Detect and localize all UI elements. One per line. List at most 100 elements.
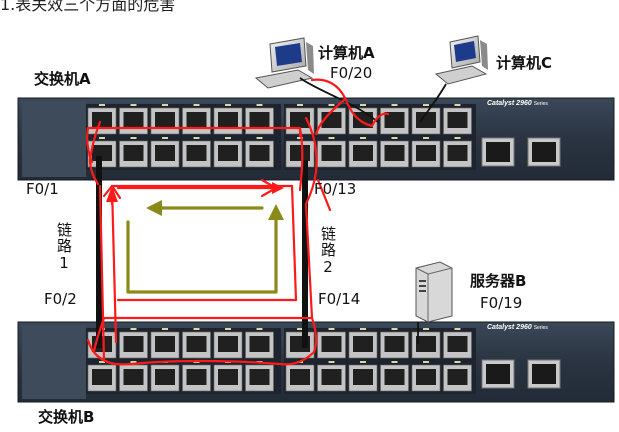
switch-b-port-socket [155, 369, 175, 385]
port-a-f0-1: F0/1 [26, 180, 59, 198]
switch-a-port-socket [384, 145, 405, 161]
switch-a-port-socket [416, 145, 436, 161]
switch-a-port-led [423, 137, 429, 139]
switch-a-port-led [256, 104, 263, 106]
switch-b-port-led [297, 328, 303, 330]
switch-b-port-socket [218, 336, 238, 352]
red-arrowheads [106, 182, 284, 202]
switch-a-port-socket [218, 145, 238, 161]
switch-b-port-socket [123, 336, 144, 352]
switch-a [17, 97, 615, 181]
switch-b-port-led [391, 361, 398, 363]
computer-a-icon [254, 37, 314, 89]
switch-a-port-socket [290, 145, 310, 161]
switch-b-port-led [193, 328, 200, 330]
switch-a-port-led [225, 137, 231, 139]
port-b-f0-2: F0/2 [44, 290, 77, 308]
switch-a-port-socket [186, 112, 207, 128]
computer-c-label: 计算机C [496, 54, 553, 72]
switch-b-port-led [130, 361, 137, 363]
switch-a-port-led [130, 104, 137, 106]
switch-a-brand: Catalyst 2960 Series [487, 100, 548, 107]
pc-c-cable [419, 83, 447, 123]
switch-b-port-led [454, 361, 461, 363]
switch-b-port-led [99, 361, 105, 363]
switch-a-port-led [99, 104, 105, 106]
switch-a-port-led [391, 104, 398, 106]
switch-a-port-socket [321, 145, 342, 161]
switch-a-port-socket [416, 112, 436, 128]
switch-b-port-led [162, 328, 168, 330]
switch-b-port-socket [92, 369, 112, 385]
switch-a-port-led [225, 104, 231, 106]
switch-b-port-led [360, 328, 366, 330]
switch-b-port-led [328, 361, 335, 363]
switch-a-port-led [162, 137, 168, 139]
switch-b-port-socket [321, 336, 342, 352]
switch-a-port-led [328, 137, 335, 139]
switch-a-port-socket [186, 145, 207, 161]
switch-a-port-led [297, 137, 303, 139]
switch-b-port-led [328, 328, 335, 330]
switch-b-port-socket [353, 369, 373, 385]
switch-a-port-socket [353, 145, 373, 161]
switch-b-port-socket [290, 369, 310, 385]
switch-a-port-socket [447, 112, 468, 128]
switch-a-label: 交换机A [34, 70, 91, 88]
switch-a-port-led [454, 104, 461, 106]
switch-b-port-socket [249, 336, 270, 352]
switch-b-port-socket [218, 369, 238, 385]
olive-loop-arrow [126, 206, 278, 294]
switch-b-brand: Catalyst 2960 Series [487, 324, 548, 331]
link-2-label: 链路2 [319, 226, 337, 277]
switch-a-port-socket [92, 112, 112, 128]
switch-a-port-led [256, 137, 263, 139]
switch-b-port-led [423, 361, 429, 363]
server-b-label: 服务器B [470, 272, 527, 290]
switch-a-port-socket [218, 112, 238, 128]
switch-a-port-socket [123, 112, 144, 128]
pc-a-cable [299, 77, 379, 123]
switch-b-port-socket [155, 336, 175, 352]
red-broadcast-annotation [86, 78, 390, 366]
switch-b-port-socket [447, 336, 468, 352]
switch-b-port-led [360, 361, 366, 363]
switch-b-port-led [391, 328, 398, 330]
port-a-f0-13: F0/13 [314, 180, 357, 198]
switch-a-port-socket [249, 145, 270, 161]
switch-a-port-led [99, 137, 105, 139]
server-b-icon [415, 261, 453, 323]
computer-a-label: 计算机A [318, 44, 375, 62]
computer-a-port: F0/20 [330, 64, 373, 82]
switch-a-port-led [130, 137, 137, 139]
switch-b-port-led [256, 328, 263, 330]
switch-a-port-socket [123, 145, 144, 161]
switch-b-port-socket [384, 336, 405, 352]
switch-a-port-led [360, 137, 366, 139]
switch-b-port-led [225, 328, 231, 330]
switch-b-port-socket [249, 369, 270, 385]
switch-b-port-led [423, 328, 429, 330]
switch-b-port-socket [123, 369, 144, 385]
olive-arrowheads [146, 200, 284, 220]
switch-a-port-socket [290, 112, 310, 128]
switch-a-port-led [193, 137, 200, 139]
switch-a-port-socket [155, 112, 175, 128]
switch-a-port-socket [249, 112, 270, 128]
switch-a-port-socket [384, 112, 405, 128]
switch-b-port-socket [384, 369, 405, 385]
page-header-text: 1.表关效三个方面的危害 [0, 0, 176, 14]
switch-a-port-led [297, 104, 303, 106]
computer-c-icon [434, 35, 488, 85]
switch-b-port-led [454, 328, 461, 330]
switch-b-port-socket [447, 369, 468, 385]
link-1-label: 链路1 [55, 222, 73, 273]
switch-b-port-socket [353, 336, 373, 352]
switch-b-port-socket [416, 336, 436, 352]
switch-b-port-led [130, 328, 137, 330]
switch-a-port-led [162, 104, 168, 106]
switch-a-port-led [328, 104, 335, 106]
switch-a-port-led [391, 137, 398, 139]
server-b-port: F0/19 [480, 294, 523, 312]
